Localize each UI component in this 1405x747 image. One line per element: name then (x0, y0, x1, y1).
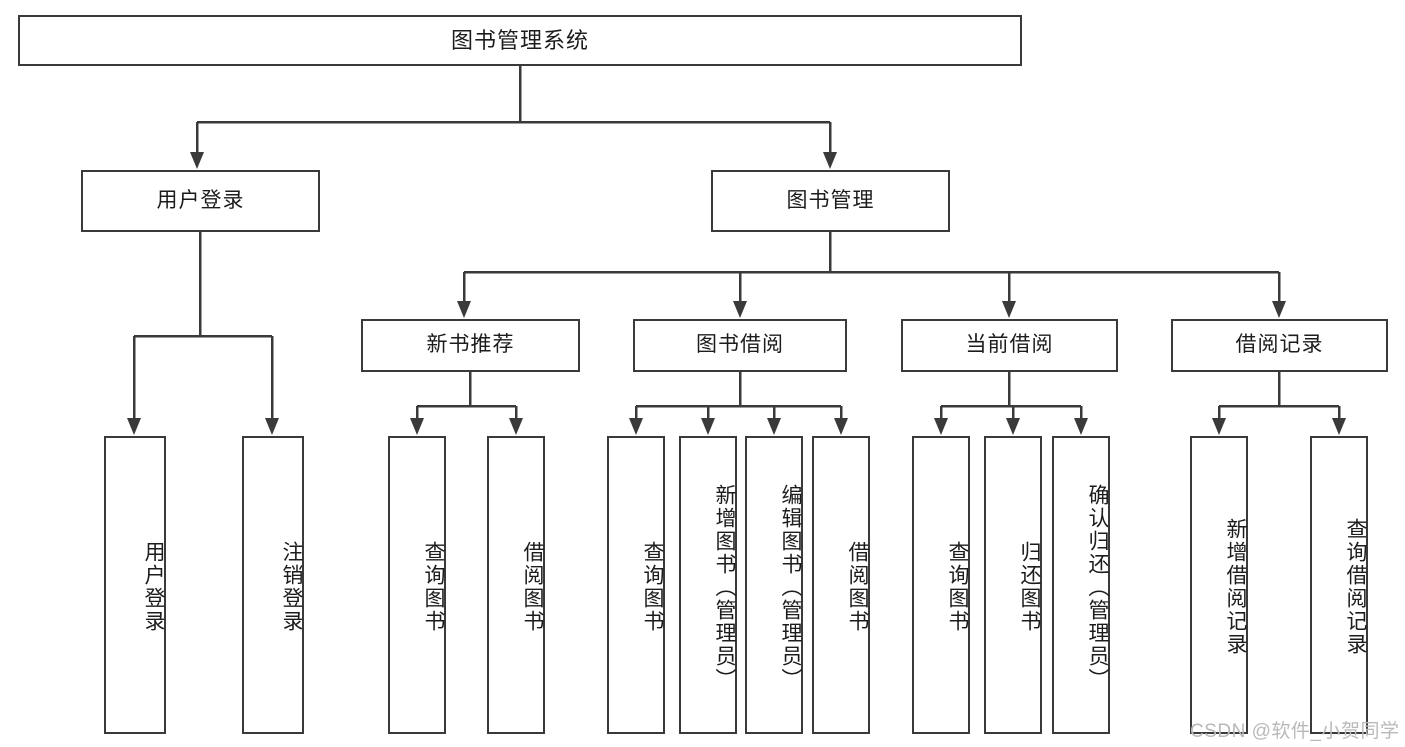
node-leaf-bb-edit[interactable]: 编辑图书（管理员） (745, 436, 803, 734)
arrow-head-leaf-rec-query (410, 418, 424, 435)
node-label-leaf-rec-borrow: 借阅图书 (521, 541, 544, 633)
node-label-root: 图书管理系统 (450, 27, 589, 53)
node-leaf-user-logout[interactable]: 注销登录 (242, 436, 304, 734)
node-label-leaf-br-add: 新增借阅记录 (1224, 518, 1247, 656)
node-current-borrow[interactable]: 当前借阅 (901, 319, 1118, 372)
node-label-leaf-br-query: 查询借阅记录 (1344, 518, 1367, 656)
node-leaf-cb-return[interactable]: 归还图书 (984, 436, 1042, 734)
arrow-head-borrow-record (1272, 301, 1286, 318)
arrow-head-leaf-bb-add (701, 418, 715, 435)
arrow-head-leaf-bb-query (629, 418, 643, 435)
node-borrow-record[interactable]: 借阅记录 (1171, 319, 1388, 372)
arrow-head-user-login (190, 152, 204, 169)
node-label-leaf-bb-edit: 编辑图书（管理员） (779, 483, 802, 691)
node-label-current-borrow: 当前借阅 (965, 333, 1054, 357)
node-root[interactable]: 图书管理系统 (18, 15, 1022, 66)
node-leaf-rec-query[interactable]: 查询图书 (388, 436, 446, 734)
arrow-head-leaf-br-add (1212, 418, 1226, 435)
arrow-head-book-borrow (733, 301, 747, 318)
node-label-leaf-user-login: 用户登录 (142, 541, 165, 633)
node-book-borrow[interactable]: 图书借阅 (633, 319, 847, 372)
node-leaf-user-login[interactable]: 用户登录 (104, 436, 166, 734)
node-label-user-login: 用户登录 (156, 188, 245, 212)
node-label-leaf-cb-query: 查询图书 (946, 541, 969, 633)
arrow-head-leaf-cb-query (934, 418, 948, 435)
arrow-head-leaf-br-query (1332, 418, 1346, 435)
node-leaf-br-add[interactable]: 新增借阅记录 (1190, 436, 1248, 734)
node-label-leaf-rec-query: 查询图书 (422, 541, 445, 633)
node-label-borrow-record: 借阅记录 (1235, 333, 1324, 357)
arrow-head-leaf-user-login (127, 418, 141, 435)
node-leaf-rec-borrow[interactable]: 借阅图书 (487, 436, 545, 734)
arrow-head-book-manage (823, 152, 837, 169)
arrow-head-leaf-user-logout (265, 418, 279, 435)
node-leaf-bb-borrow[interactable]: 借阅图书 (812, 436, 870, 734)
node-book-manage[interactable]: 图书管理 (711, 170, 950, 232)
node-label-leaf-bb-add: 新增图书（管理员） (713, 483, 736, 691)
node-label-new-book-rec: 新书推荐 (426, 333, 515, 357)
arrow-head-leaf-cb-confirm (1074, 418, 1088, 435)
node-label-leaf-bb-borrow: 借阅图书 (846, 541, 869, 633)
node-label-leaf-user-logout: 注销登录 (280, 541, 303, 633)
node-new-book-rec[interactable]: 新书推荐 (361, 319, 580, 372)
node-leaf-br-query[interactable]: 查询借阅记录 (1310, 436, 1368, 734)
node-label-leaf-bb-query: 查询图书 (641, 541, 664, 633)
node-leaf-bb-query[interactable]: 查询图书 (607, 436, 665, 734)
arrow-head-leaf-bb-edit (767, 418, 781, 435)
node-user-login[interactable]: 用户登录 (81, 170, 320, 232)
node-leaf-cb-confirm[interactable]: 确认归还（管理员） (1052, 436, 1110, 734)
node-label-leaf-cb-return: 归还图书 (1018, 541, 1041, 633)
arrow-head-new-book-rec (457, 301, 471, 318)
node-label-leaf-cb-confirm: 确认归还（管理员） (1086, 483, 1109, 691)
node-leaf-cb-query[interactable]: 查询图书 (912, 436, 970, 734)
arrow-head-current-borrow (1002, 301, 1016, 318)
arrow-head-leaf-rec-borrow (509, 418, 523, 435)
arrow-head-leaf-cb-return (1006, 418, 1020, 435)
node-leaf-bb-add[interactable]: 新增图书（管理员） (679, 436, 737, 734)
node-label-book-borrow: 图书借阅 (696, 333, 784, 357)
node-label-book-manage: 图书管理 (786, 188, 875, 212)
arrow-head-leaf-bb-borrow (834, 418, 848, 435)
